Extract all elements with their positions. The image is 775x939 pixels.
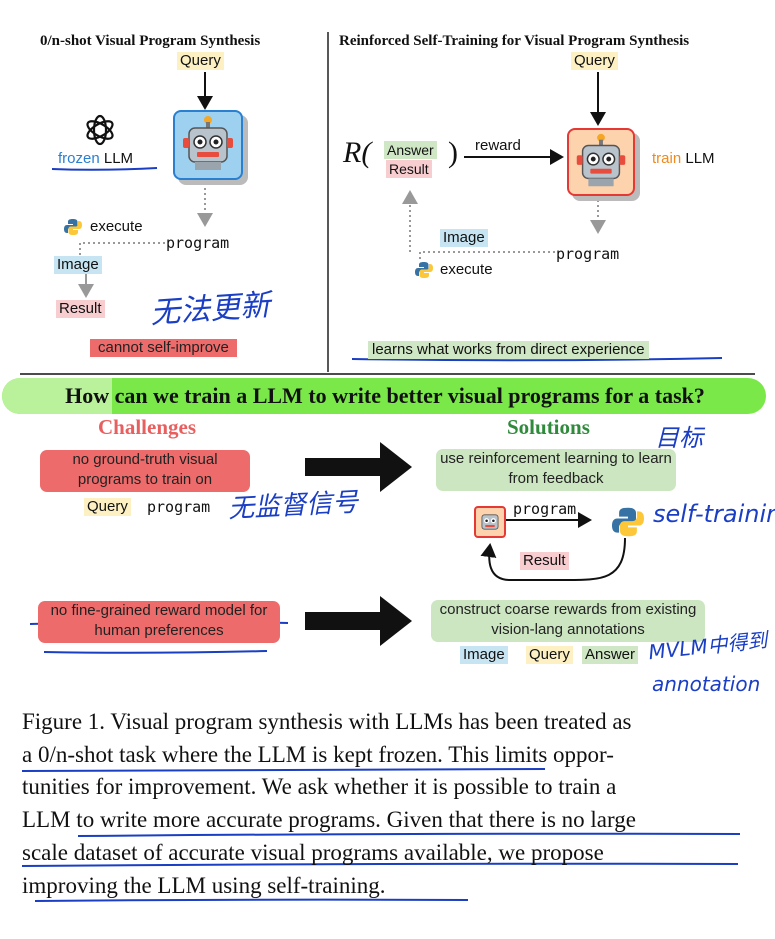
question-banner [2, 378, 766, 414]
reward-function-symbol: R( [343, 136, 372, 169]
challenge-1-program-label: program [147, 498, 211, 516]
left-image-tag: Image [54, 256, 102, 274]
challenge-solution-arrow-1 [305, 442, 412, 492]
caption-line: improving the LLM using self-training. [22, 872, 386, 898]
handwriting-cannot-update: 无法更新 [149, 287, 272, 332]
handwriting-no-supervision: 无监督信号 [227, 487, 359, 525]
caption-line: Figure 1. Visual program synthesis with … [22, 709, 632, 734]
frozen-llm-label: frozen LLM [58, 150, 134, 167]
figure-caption: Figure 1. Visual program synthesis with … [22, 706, 762, 902]
solution-2-query-tag: Query [526, 646, 573, 664]
solution-2-image-tag: Image [460, 646, 508, 664]
reward-function-close: ) [448, 136, 458, 169]
frozen-robot-icon [173, 110, 243, 180]
right-query-tag: Query [571, 52, 618, 70]
challenge-solution-arrow-2 [305, 596, 412, 646]
train-llm-label: train LLM [652, 150, 715, 167]
openai-logo-icon [82, 112, 118, 148]
right-image-tag: Image [440, 229, 488, 247]
solution-1-program-label: program [513, 500, 577, 518]
handwriting-annotation: annotation [652, 672, 761, 696]
solution-1-result-tag: Result [520, 552, 569, 570]
mini-robot-icon [474, 506, 506, 538]
python-icon [64, 218, 82, 236]
reward-label: reward [475, 137, 521, 154]
challenge-1-query-tag: Query [84, 498, 131, 516]
solution-2-answer-tag: Answer [582, 646, 639, 664]
left-result-tag: Result [56, 300, 105, 318]
left-execute-label: execute [90, 218, 143, 235]
right-program-label: program [556, 245, 620, 263]
python-icon [612, 506, 644, 538]
banner-question: How can we train a LLM to write better v… [65, 383, 705, 408]
solution-2-box: construct coarse rewards from existing v… [431, 600, 705, 642]
train-robot-icon [567, 128, 635, 196]
cannot-self-improve-tag: cannot self-improve [90, 339, 237, 357]
solutions-heading: Solutions [507, 415, 590, 439]
challenge-2-box: no fine-grained reward model for human p… [38, 601, 280, 643]
caption-line: a 0/n-shot task where the LLM is kept fr… [22, 741, 614, 767]
learns-tag: learns what works from direct experience [368, 341, 649, 359]
handwriting-goal: 目标 [655, 424, 703, 452]
challenges-heading: Challenges [98, 415, 197, 439]
challenge-1-box: no ground-truth visual programs to train… [40, 450, 250, 492]
handwriting-self-training: self-training [653, 500, 775, 528]
right-panel-title: Reinforced Self-Training for Visual Prog… [339, 33, 690, 49]
r-answer-tag: Answer [384, 141, 437, 159]
left-panel-title: 0/n-shot Visual Program Synthesis [40, 33, 261, 49]
python-icon [415, 261, 433, 279]
caption-line: LLM to write more accurate programs. Giv… [22, 807, 636, 833]
solution-1-box: use reinforcement learning to learn from… [436, 449, 676, 491]
left-query-tag: Query [177, 52, 224, 70]
r-result-tag: Result [386, 160, 432, 178]
question-banner-fade [2, 378, 112, 414]
left-program-label: program [166, 234, 230, 252]
caption-line: scale dataset of accurate visual program… [22, 839, 604, 865]
right-execute-label: execute [440, 261, 493, 278]
caption-line: tunities for improvement. We ask whether… [22, 774, 617, 800]
